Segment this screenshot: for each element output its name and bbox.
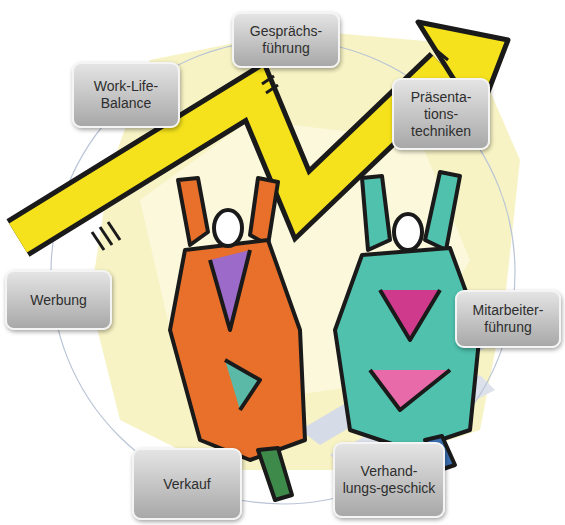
hatch-line (92, 232, 104, 250)
hatch-line (436, 50, 448, 60)
dress-pattern (370, 370, 450, 410)
skill-box: Verhand- lungs-geschick (333, 442, 445, 518)
hatch-line (262, 76, 274, 84)
box-label: Mitarbeiter- führung (463, 302, 553, 336)
figure-arm (362, 176, 390, 250)
figure-arm (425, 172, 460, 250)
box-label: Werbung (30, 292, 87, 309)
figure-head (214, 210, 242, 246)
hatch-line (108, 222, 120, 240)
skill-box: Werbung (5, 270, 112, 330)
figure-leg (258, 448, 292, 500)
figure-dress (335, 248, 480, 450)
figure-head (394, 214, 422, 250)
figure-dress (170, 240, 305, 460)
figure-arm (178, 178, 208, 245)
box-label: Work-Life- Balance (80, 78, 172, 112)
box-label: Verkauf (163, 476, 210, 493)
hatch-line (100, 227, 112, 245)
skill-box: Gesprächs- führung (232, 12, 340, 68)
skill-box: Präsenta- tions- techniken (392, 78, 490, 150)
box-label: Gesprächs- führung (240, 23, 332, 57)
dress-pattern (225, 360, 260, 410)
box-label: Verhand- lungs-geschick (341, 463, 437, 497)
dress-pattern (210, 250, 250, 330)
skill-box: Work-Life- Balance (72, 62, 180, 128)
box-label: Präsenta- tions- techniken (400, 89, 482, 140)
figure-arm (250, 178, 278, 245)
hatch-line (266, 85, 278, 93)
dress-pattern (380, 290, 440, 340)
skill-box: Verkauf (132, 448, 242, 520)
skill-box: Mitarbeiter- führung (455, 290, 561, 348)
